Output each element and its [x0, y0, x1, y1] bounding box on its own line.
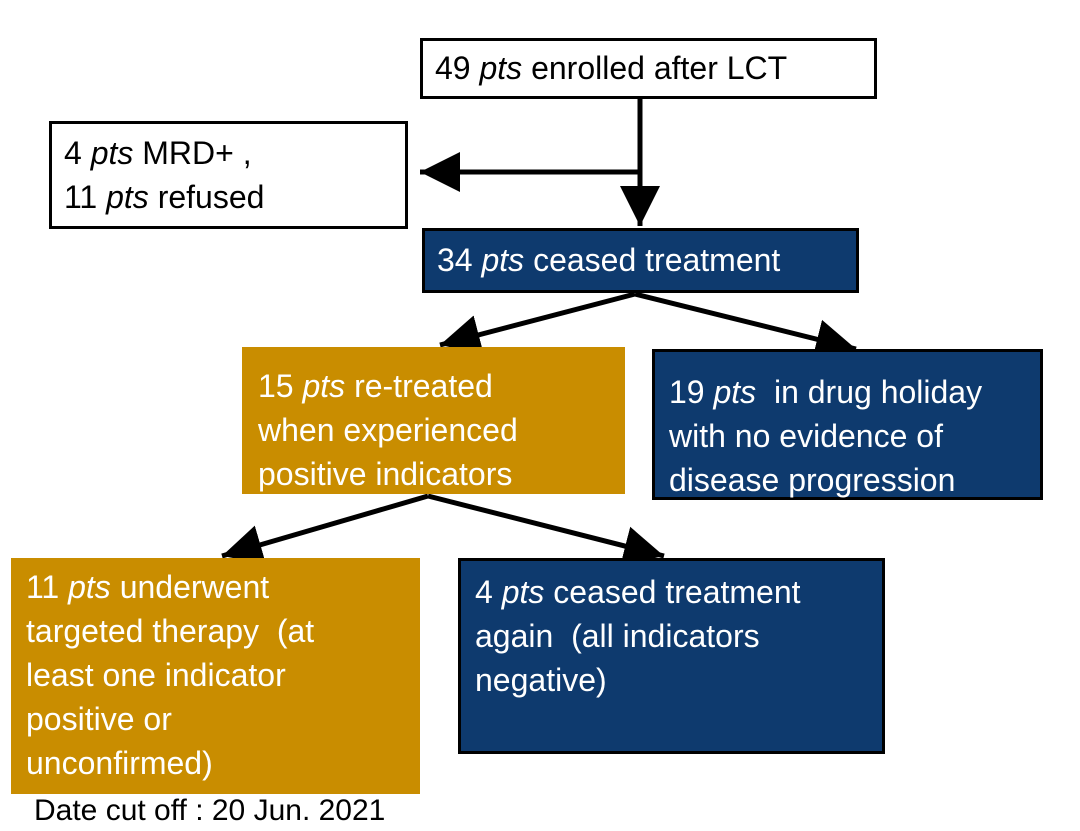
pts-label: pts — [501, 574, 545, 610]
drug-holiday-box: 19 pts in drug holiday with no evidence o… — [652, 349, 1043, 500]
box-text: with no evidence of — [669, 418, 943, 454]
pts-label: pts — [479, 50, 523, 86]
box-text: underwent — [110, 569, 270, 605]
box-text: positive indicators — [258, 456, 513, 492]
ceased-treatment-box: 34 pts ceased treatment — [422, 228, 859, 293]
ceased-again-box: 4 pts ceased treatment again (all indicat… — [458, 558, 885, 754]
box-text: 49 — [435, 50, 480, 86]
retreated-box: 15 pts re-treated when experienced positiv… — [242, 347, 625, 494]
box-text-line: negative) — [475, 658, 882, 702]
box-text-line: 19 pts in drug holiday — [669, 370, 1040, 414]
box-text-line: with no evidence of — [669, 414, 1040, 458]
pts-label: pts — [68, 569, 111, 605]
box-text-line: when experienced — [258, 408, 625, 452]
box-text-line: disease progression — [669, 458, 1040, 502]
arrow-to-retreated — [439, 291, 636, 355]
box-text-line: positive indicators — [258, 452, 625, 496]
box-text-line: unconfirmed) — [26, 741, 420, 785]
box-text: refused — [148, 179, 265, 215]
box-text-line: again (all indicators — [475, 614, 882, 658]
box-text: when experienced — [258, 412, 518, 448]
pts-label: pts — [106, 179, 149, 215]
date-cutoff-note: Date cut off : 20 Jun. 2021 — [34, 794, 386, 827]
targeted-therapy-box: 11 pts underwent targeted therapy (at leas… — [11, 558, 420, 794]
box-text: ceased treatment — [524, 242, 781, 278]
box-text: re-treated — [345, 368, 493, 404]
box-text: 11 — [64, 179, 107, 215]
box-text-line: least one indicator — [26, 653, 420, 697]
box-text: 15 — [258, 368, 303, 404]
enrolled-box: 49 pts enrolled after LCT — [420, 38, 877, 99]
box-text-line: 11 pts underwent — [26, 565, 420, 609]
box-text: enrolled after LCT — [522, 50, 788, 86]
pts-label: pts — [713, 374, 757, 410]
box-text: unconfirmed) — [26, 745, 213, 781]
box-text: least one indicator — [26, 657, 286, 693]
box-text: 34 — [437, 242, 482, 278]
pts-label: pts — [481, 242, 525, 278]
box-text: ceased treatment — [544, 574, 801, 610]
arrow-to-targeted — [221, 493, 429, 565]
box-text: in drug holiday — [756, 374, 983, 410]
pts-label: pts — [302, 368, 346, 404]
box-text: targeted therapy (at — [26, 613, 315, 649]
box-text-line: 34 pts ceased treatment — [437, 238, 856, 282]
box-text-line: positive or — [26, 697, 420, 741]
excluded-box: 4 pts MRD+ ,11 pts refused — [49, 121, 408, 229]
box-text-line: 4 pts MRD+ , — [64, 131, 405, 175]
arrow-to-holiday — [634, 291, 857, 359]
box-text-line: targeted therapy (at — [26, 609, 420, 653]
box-text: again (all indicators — [475, 618, 760, 654]
box-text: 4 — [64, 135, 91, 171]
box-text-line: 11 pts refused — [64, 175, 405, 219]
box-text: 19 — [669, 374, 714, 410]
box-text: negative) — [475, 662, 607, 698]
box-text-line: 4 pts ceased treatment — [475, 570, 882, 614]
box-text: 11 — [26, 569, 69, 605]
box-text: positive or — [26, 701, 172, 737]
box-text-line: 49 pts enrolled after LCT — [435, 46, 874, 90]
arrow-to-ceased-again — [427, 493, 665, 566]
pts-label: pts — [90, 135, 134, 171]
box-text-line: 15 pts re-treated — [258, 364, 625, 408]
box-text: disease progression — [669, 462, 956, 498]
box-text: 4 — [475, 574, 502, 610]
box-text: MRD+ , — [133, 135, 252, 171]
